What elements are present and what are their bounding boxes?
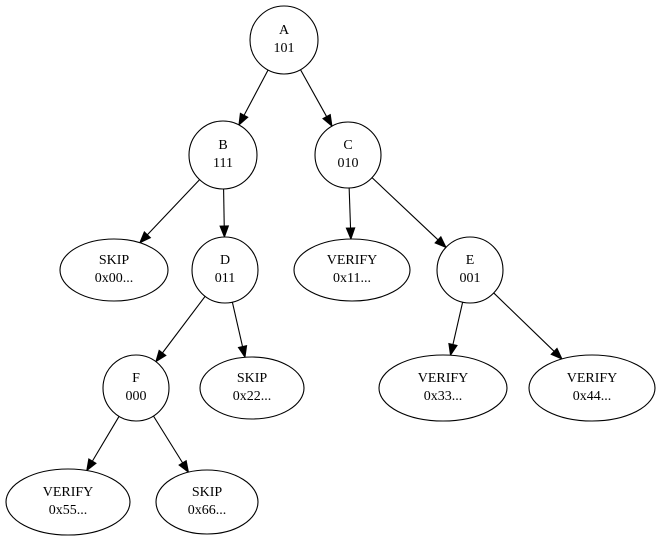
arrowhead-icon — [219, 225, 230, 239]
node-verify5[interactable]: VERIFY 0x55... — [5, 468, 131, 536]
edge-b-to-skip0 — [146, 179, 201, 236]
edge-c-to-e — [371, 177, 439, 241]
arrowhead-icon — [237, 344, 248, 359]
node-shape-b — [188, 120, 258, 190]
node-shape-verify4 — [528, 354, 656, 422]
node-label-c: C — [343, 138, 352, 153]
node-shape-a — [249, 5, 319, 75]
node-value-c: 010 — [338, 156, 359, 171]
edge-f-to-skip6 — [152, 415, 184, 464]
node-skip0[interactable]: SKIP 0x00... — [59, 238, 169, 302]
arrowhead-icon — [448, 342, 458, 357]
node-shape-verify5 — [5, 468, 131, 536]
node-e[interactable]: E 001 — [436, 236, 504, 304]
edge-d-to-skip2 — [231, 302, 244, 347]
node-label-skip2: SKIP — [237, 371, 268, 386]
node-value-e: 001 — [460, 271, 481, 286]
node-value-verify1: 0x11... — [333, 271, 371, 286]
edge-e-to-verify3 — [452, 302, 464, 345]
arrowhead-icon — [138, 231, 152, 244]
arrowhead-icon — [322, 113, 333, 128]
node-d[interactable]: D 011 — [191, 236, 259, 304]
node-value-skip6: 0x66... — [188, 503, 227, 518]
arrowhead-icon — [238, 112, 249, 127]
node-shape-c — [314, 121, 382, 189]
node-skip6[interactable]: SKIP 0x66... — [155, 469, 259, 535]
nodes-layer: A101B111C010SKIP0x00...D011VERIFY0x11...… — [5, 5, 656, 536]
node-value-skip2: 0x22... — [233, 389, 272, 404]
node-shape-skip6 — [155, 469, 259, 535]
edge-b-to-d — [223, 188, 225, 227]
node-verify4[interactable]: VERIFY 0x44... — [528, 354, 656, 422]
edge-d-to-f — [162, 296, 206, 354]
node-b[interactable]: B 111 — [188, 120, 258, 190]
node-value-a: 101 — [274, 41, 295, 56]
node-value-f: 000 — [126, 389, 147, 404]
arrowhead-icon — [86, 458, 97, 472]
node-label-skip0: SKIP — [99, 253, 130, 268]
node-verify1[interactable]: VERIFY 0x11... — [293, 238, 411, 302]
node-c[interactable]: C 010 — [314, 121, 382, 189]
arrowhead-icon — [178, 459, 190, 474]
node-value-skip0: 0x00... — [95, 271, 134, 286]
node-skip2[interactable]: SKIP 0x22... — [199, 356, 305, 420]
edge-a-to-b — [243, 69, 269, 116]
arrowhead-icon — [345, 227, 356, 241]
edge-f-to-verify5 — [91, 416, 120, 462]
edge-c-to-verify1 — [348, 187, 352, 229]
node-value-b: 111 — [213, 156, 233, 171]
node-shape-d — [191, 236, 259, 304]
node-shape-e — [436, 236, 504, 304]
arrowhead-icon — [155, 349, 167, 363]
node-label-f: F — [132, 371, 140, 386]
node-label-d: D — [220, 253, 230, 268]
node-label-skip6: SKIP — [192, 485, 223, 500]
node-verify3[interactable]: VERIFY 0x33... — [378, 354, 508, 422]
node-shape-verify3 — [378, 354, 508, 422]
node-shape-skip2 — [199, 356, 305, 420]
node-label-verify1: VERIFY — [327, 253, 378, 268]
node-value-d: 011 — [215, 271, 235, 286]
node-shape-skip0 — [59, 238, 169, 302]
node-label-verify5: VERIFY — [43, 485, 94, 500]
edges-layer — [86, 69, 564, 474]
edge-a-to-c — [300, 69, 328, 117]
edge-e-to-verify4 — [493, 292, 555, 352]
node-value-verify4: 0x44... — [573, 389, 612, 404]
node-label-a: A — [279, 23, 290, 38]
node-value-verify5: 0x55... — [49, 503, 88, 518]
node-shape-f — [102, 354, 170, 422]
node-a[interactable]: A 101 — [249, 5, 319, 75]
node-label-verify4: VERIFY — [567, 371, 618, 386]
node-f[interactable]: F 000 — [102, 354, 170, 422]
node-label-b: B — [218, 138, 227, 153]
node-label-verify3: VERIFY — [418, 371, 469, 386]
node-label-e: E — [466, 253, 475, 268]
node-value-verify3: 0x33... — [424, 389, 463, 404]
arrowhead-icon — [434, 235, 448, 249]
arrowhead-icon — [550, 347, 564, 360]
node-shape-verify1 — [293, 238, 411, 302]
